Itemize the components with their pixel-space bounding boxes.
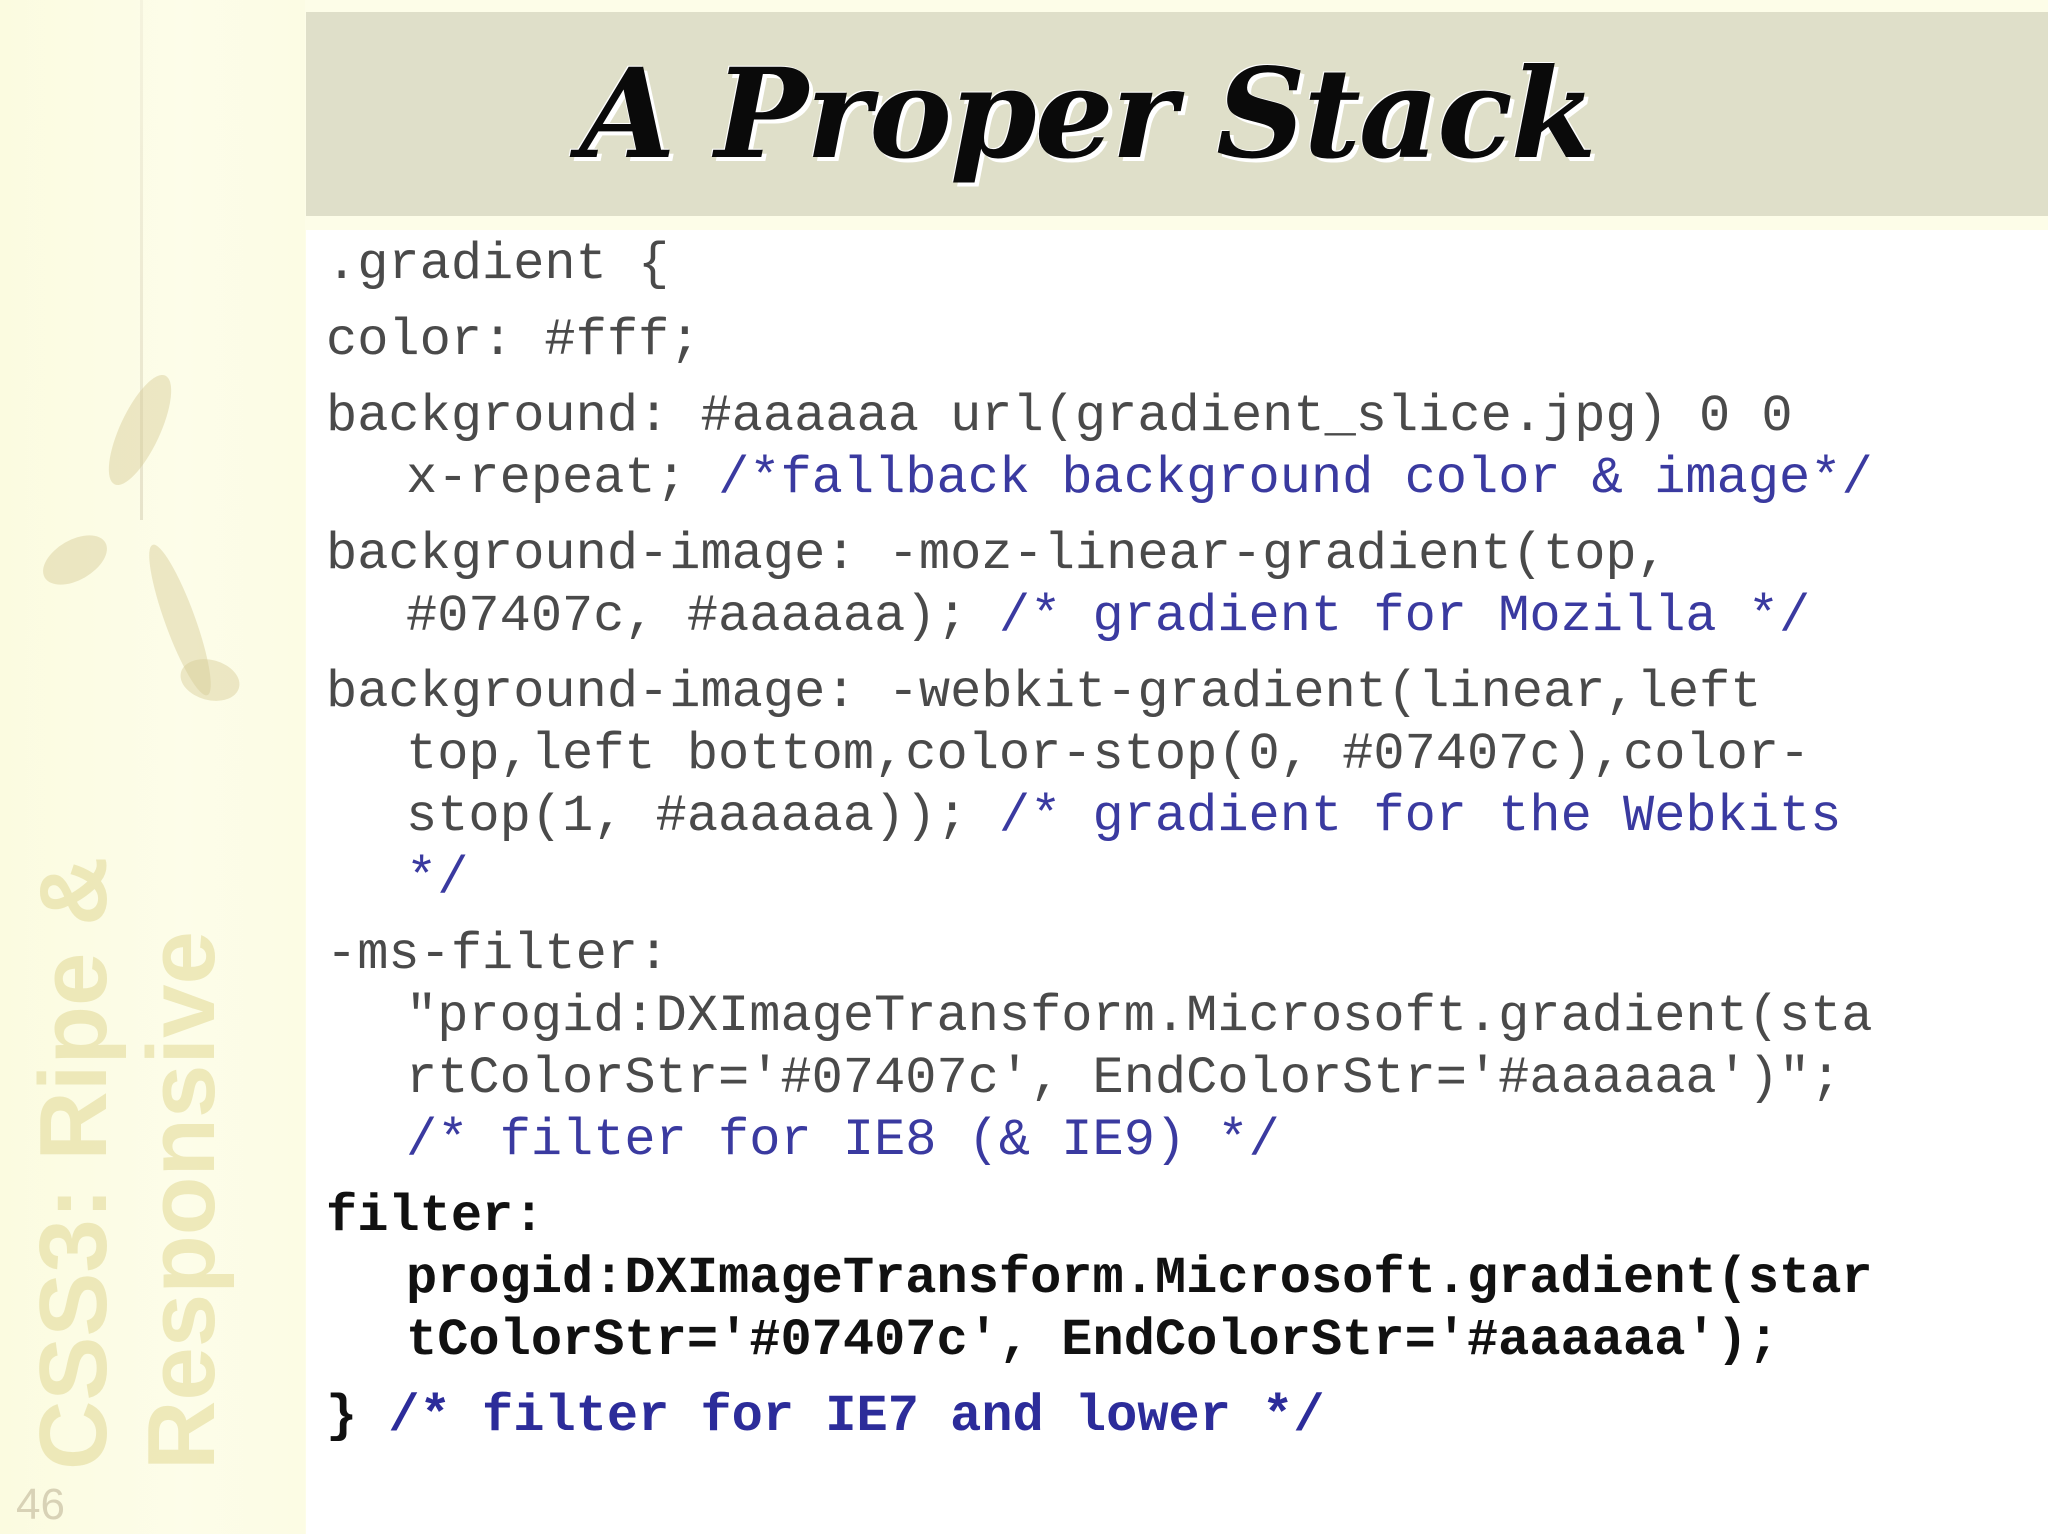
- code-block: .gradient { color: #fff; background: #aa…: [326, 234, 2036, 1462]
- code-text: progid:DXImageTransform.Microsoft.gradie…: [406, 1249, 1873, 1308]
- code-line: filter:progid:DXImageTransform.Microsoft…: [326, 1186, 2036, 1372]
- code-line: } /* filter for IE7 and lower */: [326, 1386, 2036, 1448]
- code-text: x-repeat;: [406, 449, 719, 508]
- code-comment: /* filter for IE7 and lower */: [388, 1387, 1325, 1446]
- code-text: background: #aaaaaa url(gradient_slice.j…: [326, 387, 1793, 446]
- code-text: filter:: [326, 1187, 545, 1246]
- code-text: "progid:DXImageTransform.Microsoft.gradi…: [406, 987, 1873, 1046]
- code-line: background-image: -moz-linear-gradient(t…: [326, 524, 2036, 648]
- code-text: background-image: -webkit-gradient(linea…: [326, 663, 1762, 722]
- slide-title: A Proper Stack: [579, 41, 1596, 187]
- code-text: rtColorStr='#07407c', EndColorStr='#aaaa…: [406, 1049, 1842, 1108]
- code-text: stop(1, #aaaaaa));: [406, 787, 999, 846]
- code-text: #07407c, #aaaaaa);: [406, 587, 999, 646]
- title-bar: A Proper Stack: [306, 12, 2048, 216]
- code-comment: */: [406, 849, 469, 908]
- code-text: background-image: -moz-linear-gradient(t…: [326, 525, 1668, 584]
- code-line: background: #aaaaaa url(gradient_slice.j…: [326, 386, 2036, 510]
- slide-number: 46: [16, 1480, 65, 1529]
- left-decorative-panel: CSS3: Ripe & Responsive 46: [0, 0, 305, 1534]
- code-comment: /* gradient for the Webkits: [998, 787, 1842, 846]
- code-line: -ms-filter:"progid:DXImageTransform.Micr…: [326, 924, 2036, 1172]
- code-line: background-image: -webkit-gradient(linea…: [326, 662, 2036, 910]
- code-text: .gradient {: [326, 235, 670, 294]
- code-text: tColorStr='#07407c', EndColorStr='#aaaaa…: [406, 1311, 1780, 1370]
- vertical-title-line-1: CSS3: Ripe &: [20, 856, 127, 1470]
- code-comment: /* filter for IE8 (& IE9) */: [406, 1111, 1280, 1170]
- code-line: .gradient {: [326, 234, 2036, 296]
- vertical-presentation-title: CSS3: Ripe & Responsive: [0, 10, 305, 1470]
- vertical-title-line-2: Responsive: [128, 931, 235, 1470]
- content-area: .gradient { color: #fff; background: #aa…: [306, 230, 2048, 1534]
- branch-decoration: [140, 0, 143, 520]
- code-line: color: #fff;: [326, 310, 2036, 372]
- code-text: top,left bottom,color-stop(0, #07407c),c…: [406, 725, 1811, 784]
- code-comment: /*fallback background color & image*/: [718, 449, 1873, 508]
- code-text: -ms-filter:: [326, 925, 670, 984]
- code-comment: /* gradient for Mozilla */: [998, 587, 1811, 646]
- code-text: color: #fff;: [326, 311, 701, 370]
- code-text: }: [326, 1387, 389, 1446]
